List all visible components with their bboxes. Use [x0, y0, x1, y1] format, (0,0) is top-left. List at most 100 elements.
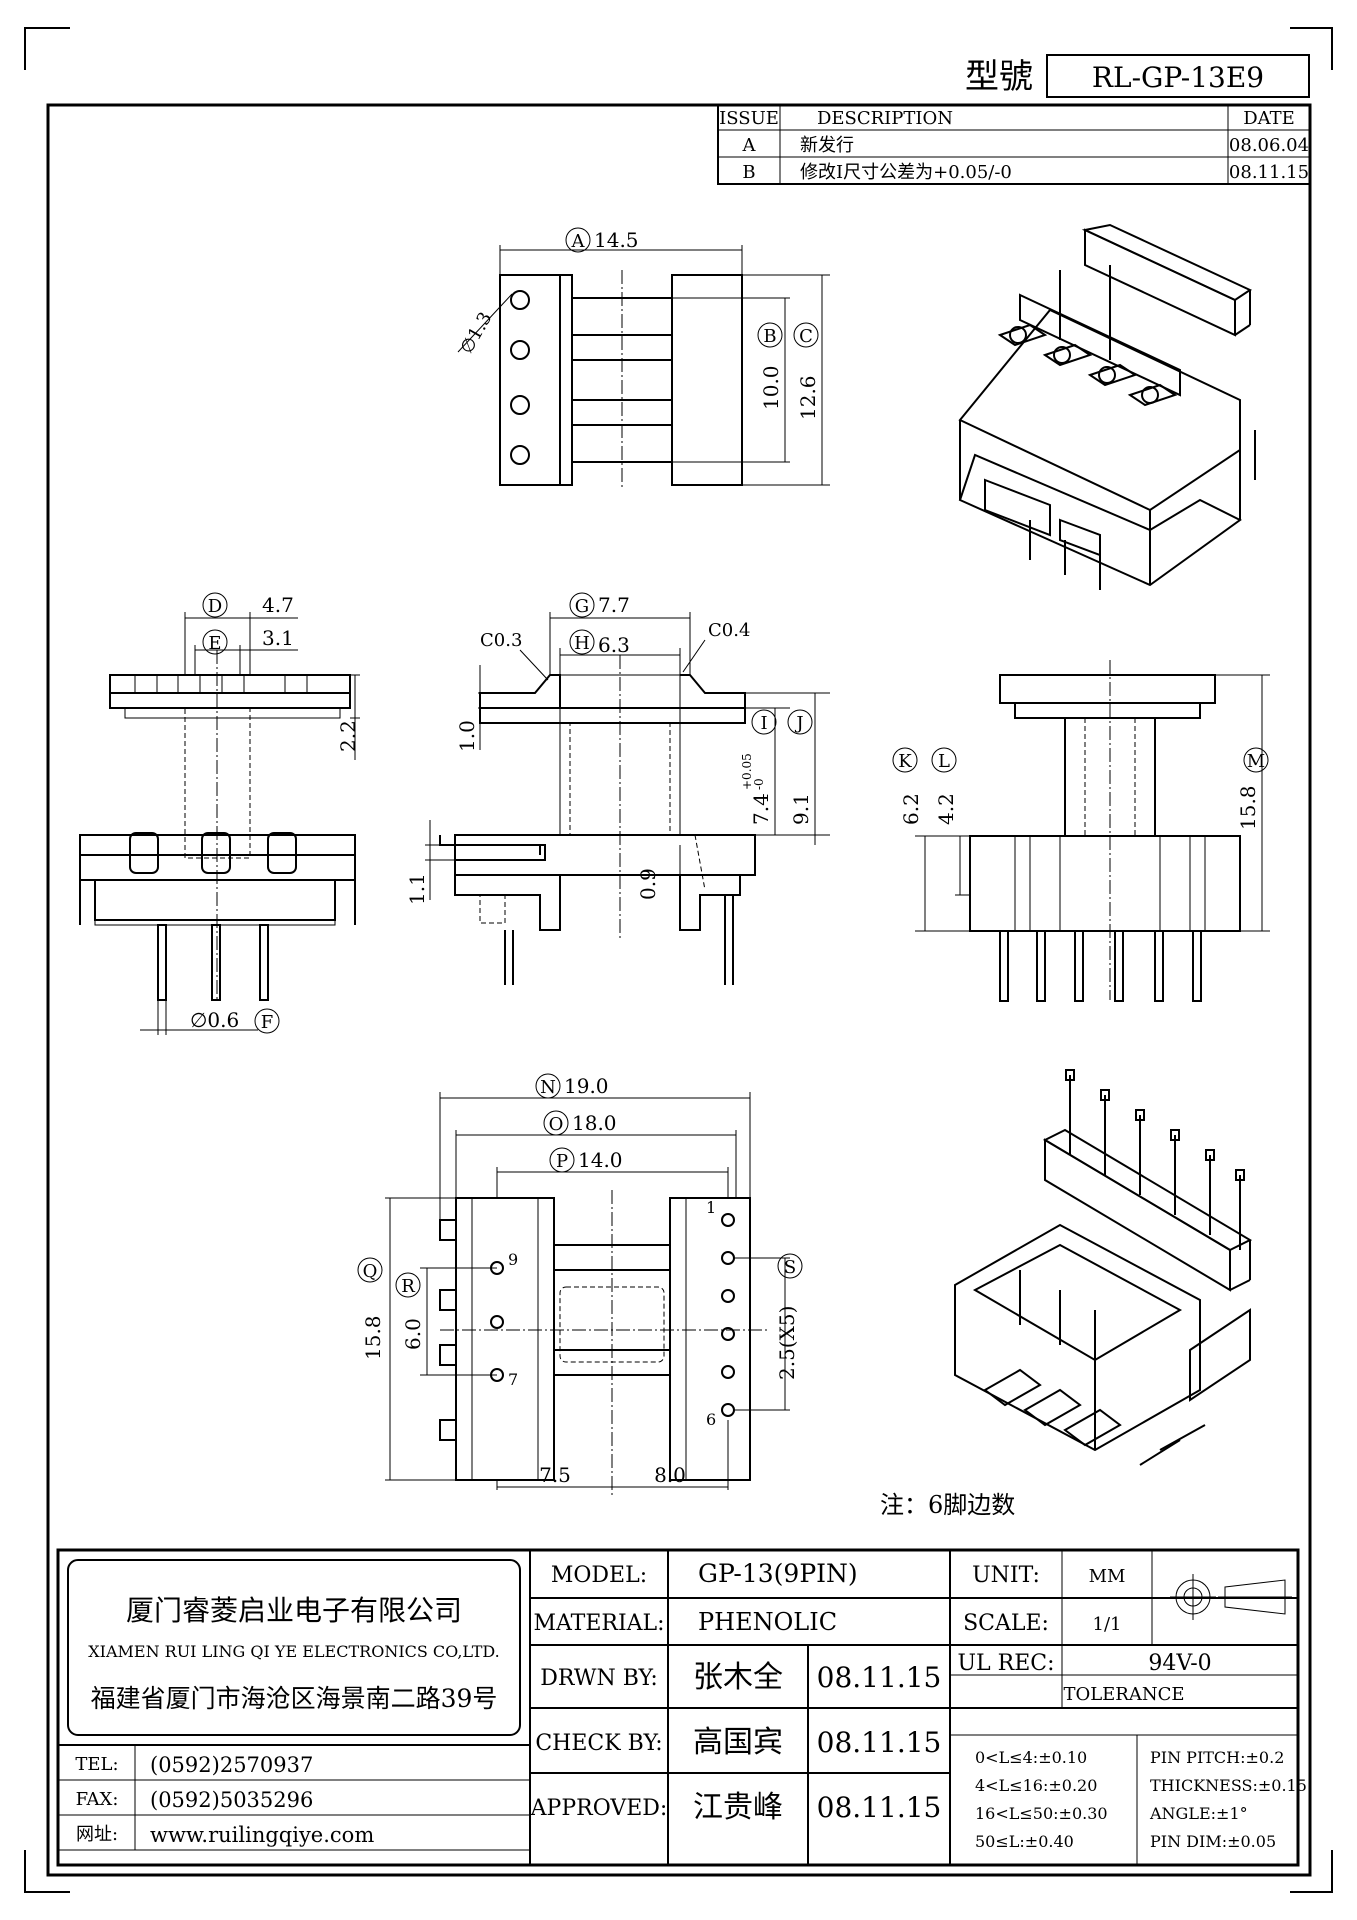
tel-value: (0592)2570937	[150, 1753, 313, 1777]
dim-C: 12.6	[796, 375, 820, 420]
scale-value: 1/1	[1093, 1614, 1122, 1635]
dim-D: 4.7	[262, 593, 294, 617]
web-label: 网址:	[76, 1824, 118, 1845]
dim-I-tol-upper: +0.05	[740, 753, 754, 790]
note: 注：6脚边数	[880, 1491, 1015, 1519]
sheet-corner-marks	[24, 27, 1333, 1893]
model-label: MODEL:	[551, 1563, 647, 1588]
svg-text:F: F	[261, 1012, 274, 1033]
material-label: MATERIAL:	[533, 1611, 664, 1636]
drawn-label: DRWN BY:	[540, 1666, 658, 1691]
spec-row: PIN PITCH:±0.2	[1150, 1748, 1284, 1767]
front-view-left: D 4.7 E 3.1 2.2 ∅0.6 F	[79, 592, 360, 1035]
rev-row-description: 新发行	[800, 135, 854, 156]
dim-pin-hole: ∅1.3	[456, 309, 496, 358]
isometric-view-top	[958, 223, 1256, 590]
side-view-right: K L 6.2 4.2 M 15.8	[892, 660, 1270, 1002]
dim-H: 6.3	[598, 633, 630, 657]
approved-label: APPROVED:	[530, 1796, 668, 1821]
svg-text:E: E	[208, 633, 221, 654]
dim-G: 7.7	[598, 593, 630, 617]
scale-label: SCALE:	[963, 1611, 1049, 1636]
model-number-value: RL-GP-13E9	[1092, 61, 1264, 94]
svg-text:D: D	[208, 596, 222, 617]
svg-text:C: C	[799, 326, 813, 347]
rev-header-date: DATE	[1243, 108, 1295, 129]
dim-O: 18.0	[572, 1111, 617, 1135]
dim-J: 9.1	[789, 793, 813, 825]
web-value: www.ruilingqiye.com	[150, 1823, 374, 1847]
title-block: 厦门睿菱启业电子有限公司 XIAMEN RUI LING QI YE ELECT…	[56, 1548, 1307, 1867]
svg-text:J: J	[794, 713, 803, 734]
pin-hole	[721, 1327, 735, 1341]
pin-hole	[510, 340, 530, 360]
unit-value: MM	[1089, 1566, 1126, 1587]
fax-label: FAX:	[76, 1789, 119, 1810]
dim-P: 14.0	[578, 1148, 623, 1172]
drawing-border	[46, 103, 1312, 1877]
check-date: 08.11.15	[817, 1726, 942, 1759]
dim-8.0: 8.0	[654, 1463, 686, 1487]
approved-date: 08.11.15	[817, 1791, 942, 1824]
model-number-label: 型號	[965, 57, 1033, 97]
dim-C0.4: C0.4	[708, 620, 750, 641]
tolerance-row: 0<L≤4:±0.10	[975, 1748, 1087, 1767]
dim-E: 3.1	[262, 626, 294, 650]
svg-text:M: M	[1247, 751, 1265, 772]
dim-A: 14.5	[594, 228, 639, 252]
company-address: 福建省厦门市海沧区海景南二路39号	[91, 1684, 498, 1713]
pin-hole	[721, 1251, 735, 1265]
fax-value: (0592)5035296	[150, 1788, 313, 1812]
top-view: A 14.5 B C 10.0 12.6 ∅1.3	[456, 227, 830, 490]
dim-C0.3: C0.3	[480, 630, 522, 651]
rev-row-date: 08.11.15	[1229, 162, 1309, 183]
ul-value: 94V-0	[1148, 1651, 1211, 1676]
ul-label: UL REC:	[957, 1651, 1054, 1676]
spec-row: THICKNESS:±0.15	[1150, 1776, 1307, 1795]
svg-text:N: N	[540, 1077, 556, 1098]
check-by: 高国宾	[693, 1725, 783, 1760]
svg-text:G: G	[575, 596, 589, 617]
svg-text:O: O	[549, 1114, 564, 1135]
dim-M: 15.8	[1236, 785, 1260, 830]
tel-label: TEL:	[75, 1754, 118, 1775]
pin-hole	[510, 290, 530, 310]
rev-header-description: DESCRIPTION	[817, 108, 953, 129]
svg-text:B: B	[763, 326, 776, 347]
pin-number-1: 1	[706, 1198, 716, 1217]
dim-N: 19.0	[564, 1074, 609, 1098]
dim-L: 4.2	[934, 793, 958, 825]
dim-K: 6.2	[899, 793, 923, 825]
svg-text:P: P	[556, 1151, 568, 1172]
unit-label: UNIT:	[972, 1563, 1040, 1588]
dim-I-tol-lower: -0	[752, 778, 766, 790]
rev-row-issue: A	[742, 135, 757, 156]
svg-text:L: L	[938, 751, 950, 772]
tolerance-row: 16<L≤50:±0.30	[975, 1804, 1108, 1823]
svg-text:H: H	[574, 633, 590, 654]
dim-B: 10.0	[759, 365, 783, 410]
dim-Q: 15.8	[361, 1315, 385, 1360]
dim-1.1: 1.1	[405, 873, 429, 905]
rev-header-issue: ISSUE	[719, 108, 779, 129]
pin-hole	[721, 1365, 735, 1379]
check-label: CHECK BY:	[535, 1731, 662, 1756]
tolerance-title: TOLERANCE	[1063, 1684, 1184, 1705]
dim-0.9: 0.9	[636, 868, 660, 900]
dim-F: ∅0.6	[190, 1008, 239, 1032]
svg-text:Q: Q	[363, 1261, 378, 1282]
projection-symbol-icon	[1170, 1574, 1292, 1620]
pin-hole	[510, 445, 530, 465]
pin-number-9: 9	[508, 1250, 518, 1269]
material-value: PHENOLIC	[698, 1608, 837, 1636]
tolerance-row: 4<L≤16:±0.20	[975, 1776, 1097, 1795]
dim-I: 7.4	[749, 793, 773, 825]
company-name-cn: 厦门睿菱启业电子有限公司	[126, 1594, 462, 1627]
dim-7.5: 7.5	[539, 1463, 571, 1487]
rev-row-issue: B	[742, 162, 755, 183]
pin-number-6: 6	[706, 1410, 716, 1429]
spec-row: ANGLE:±1°	[1149, 1804, 1248, 1823]
bottom-view: 9 7 1 6 N 19.0 O 18.0 P 14.0 Q 15.8	[357, 1073, 803, 1495]
drawn-by: 张木全	[693, 1660, 783, 1695]
pin-hole	[490, 1315, 504, 1329]
